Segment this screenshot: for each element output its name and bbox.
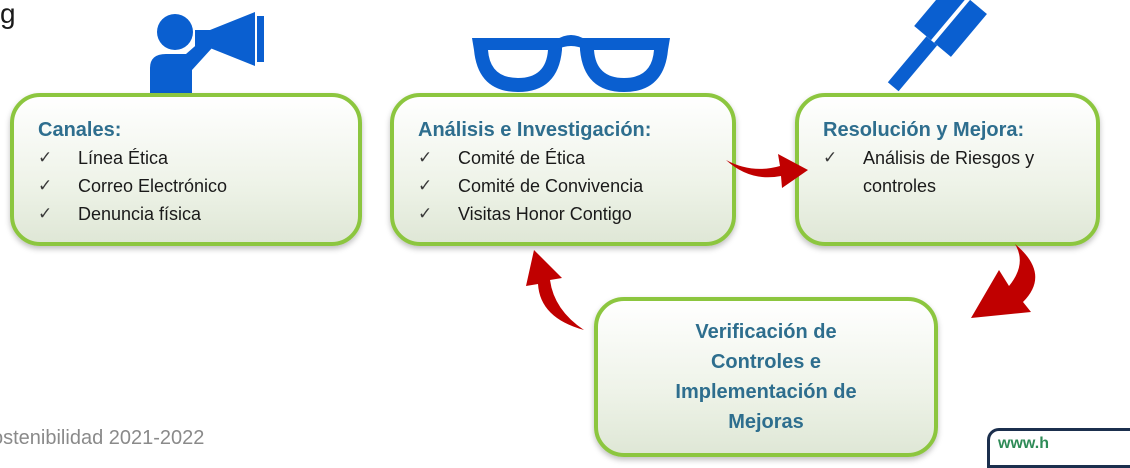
channels-box: Canales: ✓Línea Ética ✓Correo Electrónic… [10,93,362,246]
footer-text: ostenibilidad 2021-2022 [0,427,205,449]
checkmark-icon: ✓ [418,148,433,167]
resolution-list: ✓Análisis de Riesgos y controles [823,144,1076,200]
megaphone-person-icon [150,12,264,95]
checkmark-icon: ✓ [823,148,838,167]
analysis-list: ✓Comité de Ética ✓Comité de Convivencia … [418,144,712,228]
list-item: ✓Comité de Convivencia [418,172,712,200]
checkmark-icon: ✓ [38,176,53,195]
analysis-box: Análisis e Investigación: ✓Comité de Éti… [390,93,736,246]
channels-list: ✓Línea Ética ✓Correo Electrónico ✓Denunc… [38,144,338,228]
channels-title: Canales: [38,119,122,141]
list-item: ✓Denuncia física [38,200,338,228]
checkmark-icon: ✓ [38,204,53,223]
corner-text-fragment: g [0,0,16,29]
checkmark-icon: ✓ [418,204,433,223]
curved-arrow-icon [526,250,584,330]
verification-box: Verificación de Controles e Implementaci… [594,297,938,457]
resolution-title: Resolución y Mejora: [823,119,1025,141]
checkmark-icon: ✓ [38,148,53,167]
gavel-icon [887,0,987,92]
list-item: ✓Visitas Honor Contigo [418,200,712,228]
analysis-title: Análisis e Investigación: [418,119,652,141]
glasses-icon [472,35,670,92]
list-item: ✓Análisis de Riesgos y controles [823,144,1076,200]
logo-fragment: www.h [987,428,1130,468]
resolution-box: Resolución y Mejora: ✓Análisis de Riesgo… [795,93,1100,246]
curved-arrow-icon [971,244,1036,318]
list-item: ✓Comité de Ética [418,144,712,172]
checkmark-icon: ✓ [418,176,433,195]
curved-arrow-icon [726,154,808,188]
list-item: ✓Línea Ética [38,144,338,172]
list-item: ✓Correo Electrónico [38,172,338,200]
verification-title: Verificación de Controles e Implementaci… [675,321,857,433]
